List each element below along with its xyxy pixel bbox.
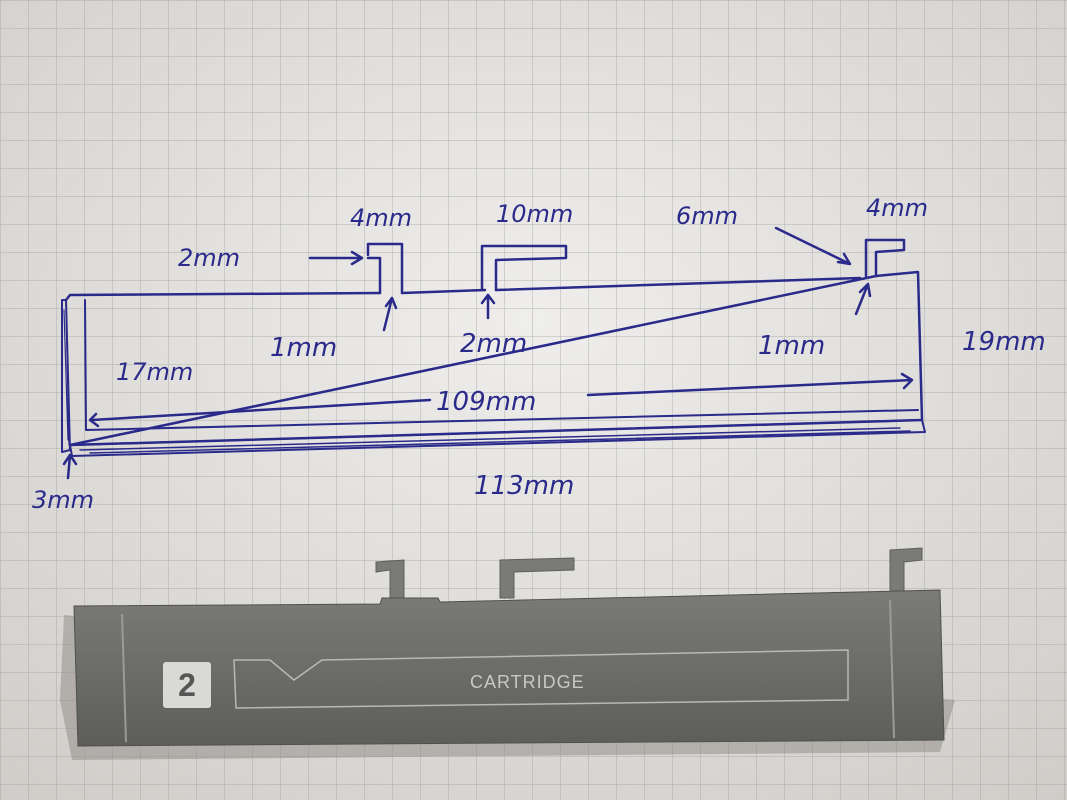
sketch-tab-3 — [864, 238, 906, 278]
slot-number-badge: 2 — [163, 662, 211, 708]
sketch-tab-1 — [366, 242, 404, 295]
label-gap-left: 1mm — [270, 333, 337, 363]
sketch-arrow-3mm — [62, 453, 78, 480]
sketch-arrow-2mm — [308, 250, 364, 266]
sketch-arrow-2mm-center — [480, 293, 496, 320]
label-thickness: 3mm — [32, 486, 94, 514]
label-tab3-width: 4mm — [866, 194, 928, 222]
cartridge-label: CARTRIDGE — [470, 672, 585, 692]
label-height-inner: 17mm — [116, 358, 193, 386]
sketch-dim-109mm — [88, 372, 914, 428]
sketch-left-wall — [61, 299, 71, 453]
clip-3 — [889, 547, 923, 597]
label-tab1-offset: 2mm — [178, 244, 240, 272]
label-gap-center: 2mm — [460, 329, 527, 359]
label-length-outer: 113mm — [474, 471, 574, 501]
label-tab1-width: 4mm — [350, 204, 412, 232]
label-height-outer: 19mm — [962, 327, 1046, 357]
label-tab2-width: 10mm — [496, 200, 573, 228]
sketch-body-outline — [64, 270, 924, 447]
sketch-bottom-hatch — [69, 419, 926, 457]
label-tab3-offset: 6mm — [676, 202, 738, 230]
clip-2 — [499, 557, 575, 599]
label-frame — [233, 649, 849, 709]
sketch-arrow-1mm-right — [854, 282, 872, 316]
label-length-inner: 109mm — [436, 387, 536, 417]
label-gap-right: 1mm — [758, 331, 825, 361]
sketch-arrow-1mm-left — [382, 296, 398, 332]
sketch-arrow-6mm — [774, 226, 852, 266]
sketch-tab-2 — [480, 244, 568, 292]
